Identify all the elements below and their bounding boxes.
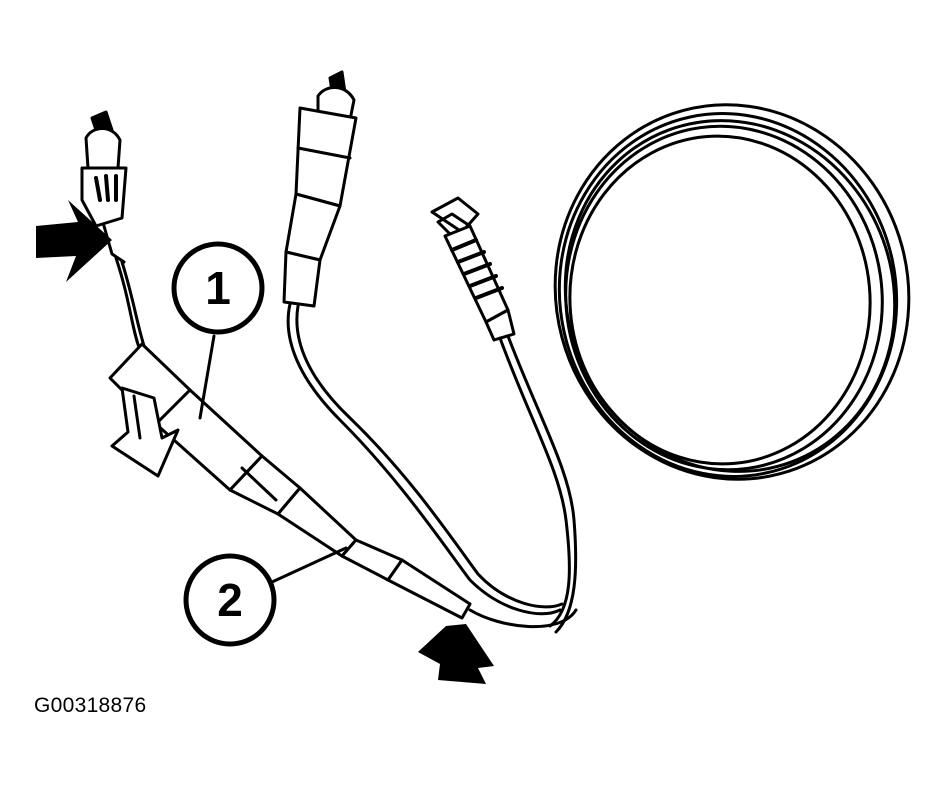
pointer-arrow-icon [36,200,112,282]
disconnect-arrow-icon [110,386,180,478]
callout-2-number: 2 [217,574,243,626]
coiled-cable [553,103,911,481]
callout-1-leader [198,334,216,420]
test-probe [108,342,472,620]
alligator-clip-lead [282,70,578,629]
pointer-arrow-icon [418,624,494,684]
callout-2: 2 [183,553,277,647]
callout-1-number: 1 [205,262,231,314]
callout-1: 1 [171,241,265,335]
callout-2-leader [270,546,348,584]
bnc-connector [430,196,578,634]
small-clip [80,110,148,354]
figure-code: G00318876 [34,694,147,717]
